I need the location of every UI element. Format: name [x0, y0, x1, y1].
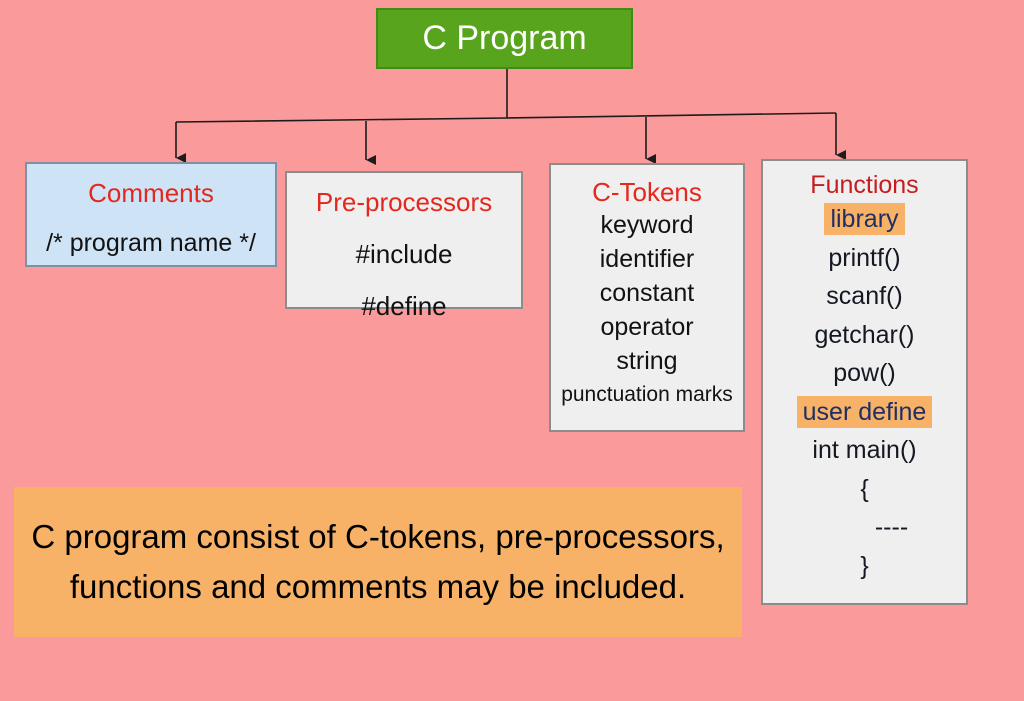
preprocessor-define: #define: [361, 291, 447, 321]
functions-int-main: int main(): [812, 436, 917, 464]
functions-getchar: getchar(): [814, 320, 915, 349]
comments-example: /* program name */: [46, 229, 256, 257]
functions-scanf: scanf(): [826, 282, 903, 310]
functions-user-define-highlight: user define: [796, 395, 933, 428]
functions-title: Functions: [810, 171, 919, 199]
c-token-keyword: keyword: [600, 211, 694, 239]
functions-close-brace: }: [860, 551, 869, 580]
functions-library-highlight: library: [824, 203, 905, 235]
comments-box: Comments /* program name */: [25, 162, 277, 267]
c-tokens-box: C-Tokens keyword identifier constant ope…: [549, 163, 745, 432]
c-token-string: string: [616, 347, 678, 375]
summary-note: C program consist of C-tokens, pre-proce…: [14, 487, 742, 637]
c-program-root-box: C Program: [376, 8, 633, 69]
comments-title: Comments: [88, 178, 214, 208]
functions-body-dashes: ----: [874, 513, 909, 541]
preprocessors-title: Pre-processors: [315, 187, 493, 217]
c-program-title: C Program: [422, 19, 587, 57]
summary-note-text: C program consist of C-tokens, pre-proce…: [31, 518, 725, 605]
functions-pow: pow(): [833, 359, 896, 387]
c-token-operator: operator: [600, 313, 694, 341]
functions-open-brace: {: [860, 474, 869, 503]
c-token-constant: constant: [599, 279, 695, 307]
c-tokens-title: C-Tokens: [592, 177, 702, 207]
c-token-identifier: identifier: [599, 245, 695, 273]
c-token-punctuation-marks: punctuation marks: [561, 383, 733, 406]
functions-printf: printf(): [828, 243, 901, 272]
preprocessor-include: #include: [355, 239, 453, 269]
functions-box: Functions library printf() scanf() getch…: [761, 159, 968, 605]
preprocessors-box: Pre-processors #include #define: [285, 171, 523, 321]
